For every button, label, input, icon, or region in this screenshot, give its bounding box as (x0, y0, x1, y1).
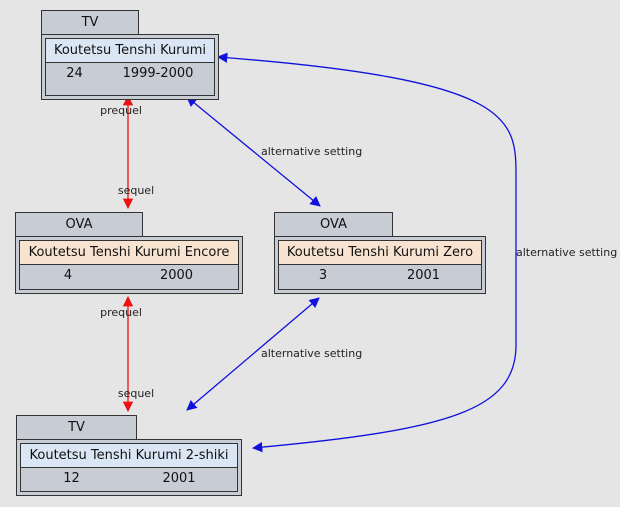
edge-label-prequel-1: prequel (100, 104, 142, 117)
node-box: Koutetsu Tenshi Kurumi Encore 4 2000 (15, 236, 243, 294)
edge-label-alt-1: alternative setting (261, 145, 362, 158)
node-years: 2001 (366, 265, 481, 289)
node-title: Koutetsu Tenshi Kurumi (46, 39, 214, 63)
node-box: Koutetsu Tenshi Kurumi 24 1999-2000 (41, 34, 219, 100)
node-episodes: 24 (46, 63, 104, 95)
edge-kurumi-nishiki (216, 52, 517, 453)
node-episodes: 4 (20, 265, 117, 289)
node-box: Koutetsu Tenshi Kurumi Zero 3 2001 (274, 236, 486, 294)
edge-label-sequel-1: sequel (118, 184, 154, 197)
node-record: Koutetsu Tenshi Kurumi 24 1999-2000 (45, 38, 215, 96)
node-record: Koutetsu Tenshi Kurumi Encore 4 2000 (19, 240, 239, 290)
node-box: Koutetsu Tenshi Kurumi 2-shiki 12 2001 (16, 439, 242, 496)
node-years: 2000 (115, 265, 238, 289)
node-title: Koutetsu Tenshi Kurumi Encore (20, 241, 238, 265)
node-years: 1999-2000 (102, 63, 214, 95)
node-type-tab: TV (16, 415, 137, 439)
node-title: Koutetsu Tenshi Kurumi 2-shiki (21, 444, 237, 468)
node-years: 2001 (121, 468, 237, 491)
edge-label-alt-2: alternative setting (516, 246, 617, 259)
node-type-tab: OVA (274, 212, 393, 236)
node-record: Koutetsu Tenshi Kurumi 2-shiki 12 2001 (20, 443, 238, 492)
node-type-tab: OVA (15, 212, 143, 236)
node-title: Koutetsu Tenshi Kurumi Zero (279, 241, 481, 265)
node-episodes: 3 (279, 265, 368, 289)
node-type-tab: TV (41, 10, 139, 34)
edge-zero-nishiki (186, 297, 320, 411)
edge-label-sequel-2: sequel (118, 387, 154, 400)
node-episodes: 12 (21, 468, 123, 491)
edge-label-prequel-2: prequel (100, 306, 142, 319)
node-record: Koutetsu Tenshi Kurumi Zero 3 2001 (278, 240, 482, 290)
edge-label-alt-3: alternative setting (261, 347, 362, 360)
